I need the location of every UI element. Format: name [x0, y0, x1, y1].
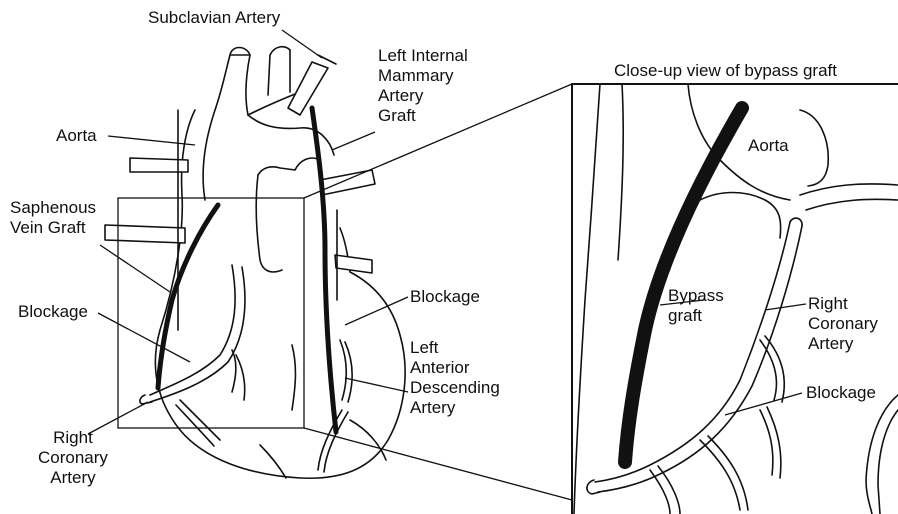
zoom-line-bottom [304, 428, 572, 500]
lima-line-2: Mammary [378, 66, 468, 86]
label-lima-graft: Left Internal Mammary Artery Graft [378, 46, 468, 126]
lima-line-1: Left Internal [378, 46, 468, 66]
rca-line-1: Right [38, 428, 108, 448]
label-lad-artery: Left Anterior Descending Artery [410, 338, 500, 418]
label-saphenous-vein-graft: Saphenous Vein Graft [10, 198, 96, 238]
inset-label-blockage: Blockage [806, 383, 876, 403]
inset-title: Close-up view of bypass graft [614, 61, 837, 81]
inset-label-bypass-graft: Bypass graft [668, 286, 724, 326]
lima-line-4: Graft [378, 106, 468, 126]
rca-line-3: Artery [38, 468, 108, 488]
lad-line-3: Descending [410, 378, 500, 398]
inset-label-right-coronary-artery: Right Coronary Artery [808, 294, 878, 354]
label-blockage-right: Blockage [410, 287, 480, 307]
inset-rca-line-2: Coronary [808, 314, 878, 334]
bypass-line-2: graft [668, 306, 724, 326]
label-blockage-left: Blockage [18, 302, 88, 322]
heart-outline [105, 47, 405, 479]
inset-rca-line-1: Right [808, 294, 878, 314]
rca-line-2: Coronary [38, 448, 108, 468]
label-right-coronary-artery: Right Coronary Artery [38, 428, 108, 488]
lima-graft [312, 108, 336, 432]
inset-label-aorta: Aorta [748, 136, 789, 156]
lad-line-1: Left [410, 338, 500, 358]
lad-line-2: Anterior [410, 358, 500, 378]
bypass-line-1: Bypass [668, 286, 724, 306]
lima-line-3: Artery [378, 86, 468, 106]
label-subclavian-artery: Subclavian Artery [148, 8, 280, 28]
inset-rca-line-3: Artery [808, 334, 878, 354]
label-aorta: Aorta [56, 126, 97, 146]
lad-line-4: Artery [410, 398, 500, 418]
